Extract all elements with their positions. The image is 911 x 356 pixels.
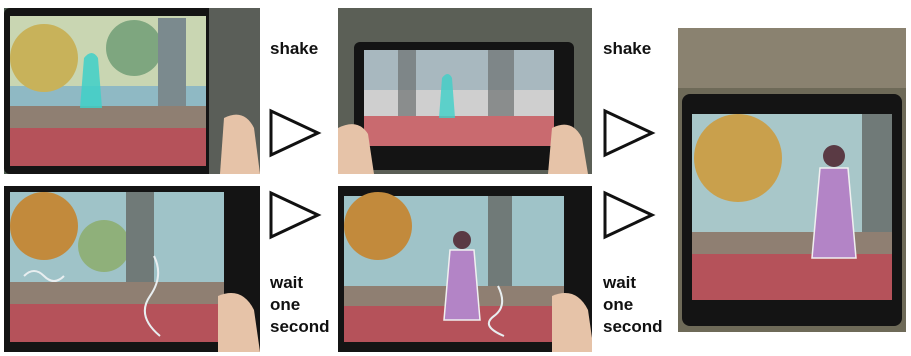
right-arrow-icon [602, 108, 656, 158]
tablet-scene-image [4, 8, 260, 174]
step-label-line: one [270, 294, 330, 316]
step-label-line: second [270, 316, 330, 338]
step-label-wait-2: wait one second [603, 272, 663, 338]
step-label-line: one [603, 294, 663, 316]
panel-ghost-appears-scribble [4, 186, 260, 352]
right-arrow-icon [268, 190, 322, 240]
tablet-scene-image [4, 186, 260, 352]
tablet-scene-image [678, 28, 906, 332]
panel-ghost-faint [4, 8, 260, 174]
right-arrow-icon [268, 108, 322, 158]
step-label-shake-2: shake [603, 38, 651, 60]
step-label-line: wait [270, 272, 330, 294]
tablet-scene-image [338, 186, 592, 352]
tablet-scene-image [338, 8, 592, 174]
panel-ghost-appears-woman [338, 186, 592, 352]
step-label-shake-1: shake [270, 38, 318, 60]
step-label-line: second [603, 316, 663, 338]
right-arrow-icon [602, 190, 656, 240]
panel-ghost-final [678, 28, 906, 332]
panel-ghost-blurred [338, 8, 592, 174]
step-label-line: wait [603, 272, 663, 294]
step-label-wait-1: wait one second [270, 272, 330, 338]
